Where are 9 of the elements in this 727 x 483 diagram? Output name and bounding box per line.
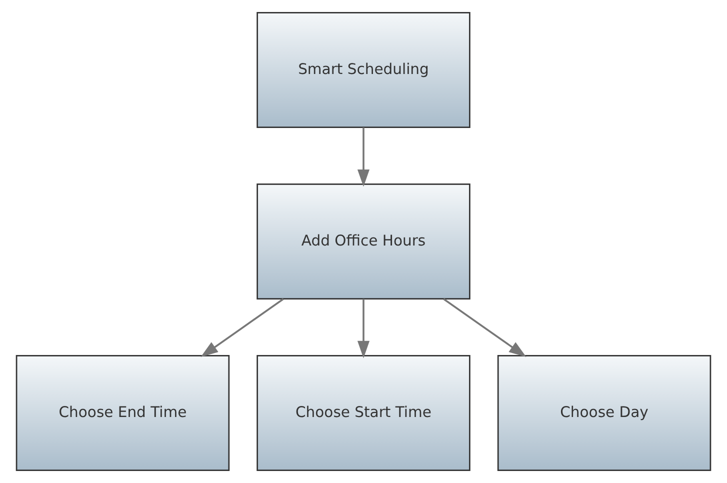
arrow <box>357 127 370 187</box>
node-box: Choose End Time <box>16 354 230 472</box>
node-box: Add Office Hours <box>256 183 470 300</box>
arrow <box>200 298 284 358</box>
node-box: Smart Scheduling <box>256 12 470 128</box>
arrow <box>443 298 526 358</box>
node-box: Choose Start Time <box>256 354 470 472</box>
arrow <box>357 298 370 358</box>
node-box: Choose Day <box>497 354 712 472</box>
